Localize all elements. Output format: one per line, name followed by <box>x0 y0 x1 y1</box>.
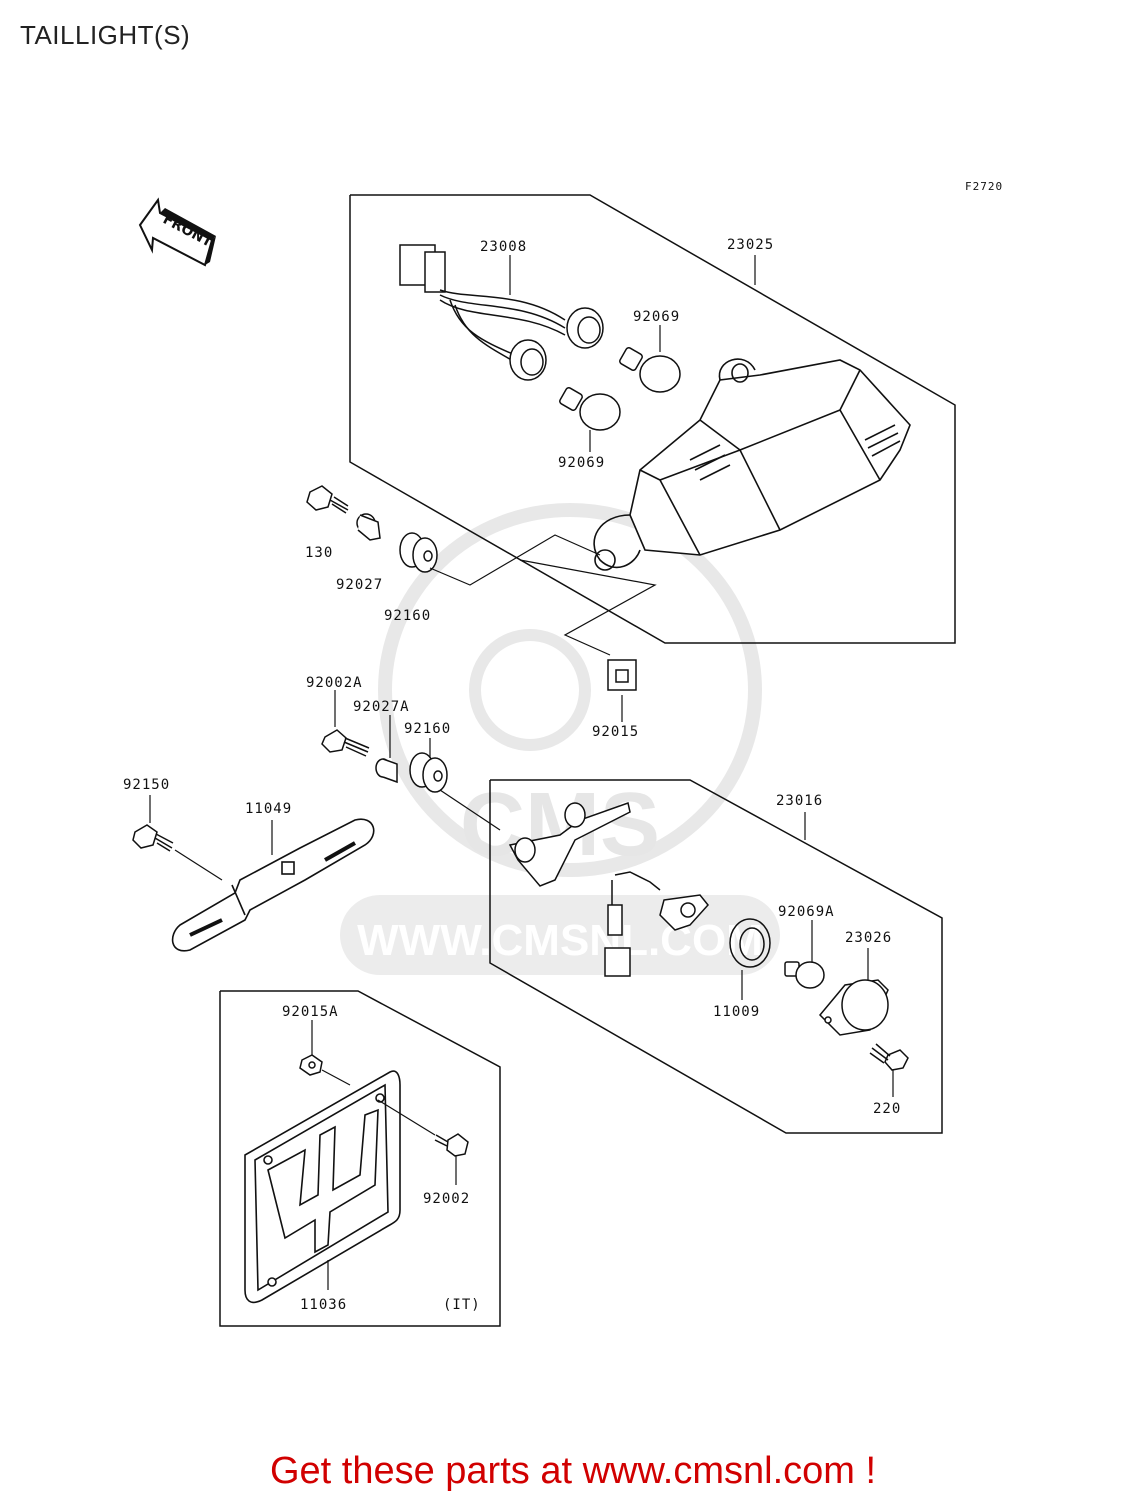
part-label-220: 220 <box>873 1101 901 1117</box>
bulb-icon <box>784 961 825 989</box>
page-title: TAILLIGHT(S) <box>20 20 191 50</box>
nut-clip-icon <box>607 659 637 691</box>
bulb-icon <box>559 347 681 431</box>
watermark: CMS WWW.CMSNL.COM <box>340 503 780 975</box>
watermark-url: WWW.CMSNL.COM <box>357 916 763 965</box>
part-label-23016: 23016 <box>776 793 823 809</box>
part-label-130: 130 <box>305 545 333 561</box>
part-label-92015A: 92015A <box>282 1004 339 1020</box>
part-label-11009: 11009 <box>713 1004 760 1020</box>
part-label-92069: 92069 <box>558 455 605 471</box>
part-labels: 23008 23025 92069 92069 130 92027 92160 … <box>123 237 901 1313</box>
part-label-23026: 23026 <box>845 930 892 946</box>
bolt-icon <box>321 729 370 757</box>
spacer-icon <box>375 758 398 784</box>
gasket-icon <box>729 918 771 968</box>
market-note: (IT) <box>443 1297 481 1313</box>
part-label-92069: 92069 <box>633 309 680 325</box>
footer-promo[interactable]: Get these parts at www.cmsnl.com ! <box>269 1450 877 1492</box>
part-label-92027: 92027 <box>336 577 383 593</box>
part-label-92069A: 92069A <box>778 904 835 920</box>
part-label-11036: 11036 <box>300 1297 347 1313</box>
part-label-92002A: 92002A <box>306 675 363 691</box>
grommet-icon <box>409 752 448 793</box>
front-arrow-icon: FRONT <box>138 197 216 267</box>
bolt-icon <box>434 1133 469 1157</box>
bracket-icon <box>171 818 375 952</box>
license-plate-holder <box>244 1070 401 1304</box>
grommet-icon <box>399 532 438 573</box>
bolt-icon <box>132 824 174 852</box>
screw-icon <box>306 485 349 514</box>
part-label-92160: 92160 <box>384 608 431 624</box>
part-label-92160: 92160 <box>404 721 451 737</box>
wiring-harness <box>399 244 604 381</box>
lens-cover-icon <box>818 979 889 1036</box>
collar-icon <box>356 513 381 541</box>
part-label-11049: 11049 <box>245 801 292 817</box>
part-label-92150: 92150 <box>123 777 170 793</box>
assembly-box-23025 <box>349 194 956 644</box>
part-label-23008: 23008 <box>480 239 527 255</box>
part-label-23025: 23025 <box>727 237 774 253</box>
part-label-92015: 92015 <box>592 724 639 740</box>
socket-wire <box>604 871 709 977</box>
part-label-92002: 92002 <box>423 1191 470 1207</box>
figure-code: F2720 <box>965 180 1003 193</box>
part-label-92027A: 92027A <box>353 699 410 715</box>
taillight-lens <box>593 358 911 571</box>
assembly-box-it <box>219 990 501 1327</box>
screw-icon <box>869 1043 909 1071</box>
nut-icon <box>299 1054 323 1076</box>
assembly-box-23016 <box>489 779 943 1134</box>
lamp-bracket <box>508 802 631 887</box>
